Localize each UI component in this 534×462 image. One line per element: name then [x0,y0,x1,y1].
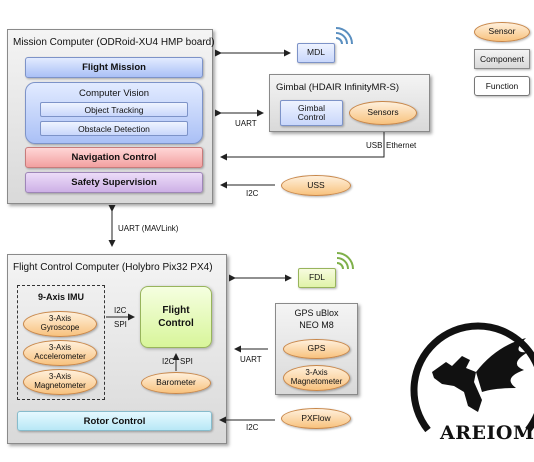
mission-computer-title: Mission Computer (ODRoid-XU4 HMP board) [13,37,215,48]
mdl-component: MDL [297,43,335,63]
imu-title: 9-Axis IMU [37,292,84,302]
safety-supervision-label: Safety Supervision [71,177,157,188]
gimbal-control-label: Gimbal Control [297,102,326,122]
legend-sensor-label: Sensor [488,26,516,37]
i2c-baro-label: I2C [162,357,175,366]
gimbal-control-function: Gimbal Control [280,100,343,126]
fdl-label: FDL [308,272,326,283]
spi-baro-label: SPI [180,357,193,366]
legend-function-label: Function [485,81,519,91]
imu-magnetometer-label: 3-Axis Magnetometer [34,372,86,390]
accelerometer-label: 3-Axis Accelerometer [34,343,86,361]
navigation-control-function: Navigation Control [25,147,203,168]
fdl-component: FDL [298,268,336,288]
legend-function: Function [474,76,530,96]
imu-magnetometer-sensor: 3-Axis Magnetometer [23,369,97,395]
flight-control-computer-title: Flight Control Computer (Holybro Pix32 P… [13,262,213,273]
usb-ethernet-link [220,132,385,161]
barometer-sensor: Barometer [141,372,211,394]
uss-label: USS [307,179,325,190]
object-tracking-label: Object Tracking [84,104,144,115]
gps-magnetometer-sensor: 3-Axis Magnetometer [283,365,350,391]
obstacle-detection-function: Obstacle Detection [40,121,188,136]
barometer-label: Barometer [156,377,196,388]
flight-control-function: Flight Control [140,286,212,348]
spi-imu-label: SPI [114,320,127,329]
uart-gimbal-label: UART [235,119,257,128]
fdl-wireless-icon [336,252,354,270]
gyroscope-label: 3-Axis Gyroscope [40,314,80,332]
flight-mission-label: Flight Mission [82,62,146,73]
gimbal-sensors: Sensors [349,101,417,125]
mdl-label: MDL [307,47,325,58]
gps-label: GPS [307,343,326,354]
ethernet-label: Ethernet [386,141,417,150]
gimbal-sensors-label: Sensors [367,107,399,118]
gyroscope-sensor: 3-Axis Gyroscope [23,311,97,337]
gps-sensor: GPS [283,339,350,359]
legend-component: Component [474,49,530,69]
pxflow-label: PXFlow [301,412,331,423]
gps-title: GPS uBlox NEO M8 [294,308,339,330]
object-tracking-function: Object Tracking [40,102,188,117]
i2c-imu-label: I2C [114,306,127,315]
uart-mavlink-label: UART (MAVLink) [118,224,179,233]
navigation-control-label: Navigation Control [71,152,157,163]
i2c-pxflow-label: I2C [246,423,259,432]
imu-group [17,285,105,400]
gps-magnetometer-label: 3-Axis Magnetometer [290,368,343,386]
legend-sensor: Sensor [474,22,530,42]
uss-sensor: USS [281,175,351,196]
usb-label: USB [366,141,383,150]
legend-component-label: Component [480,54,524,64]
obstacle-detection-label: Obstacle Detection [78,123,150,134]
pxflow-sensor: PXFlow [281,408,351,429]
accelerometer-sensor: 3-Axis Accelerometer [23,340,97,366]
rotor-control-function: Rotor Control [17,411,212,431]
gimbal-title: Gimbal (HDAIR InfinityMR-S) [276,82,399,93]
i2c-uss-label: I2C [246,189,259,198]
flight-mission-function: Flight Mission [25,57,203,78]
safety-supervision-function: Safety Supervision [25,172,203,193]
flight-control-label: Flight Control [158,305,194,329]
logo-text: AREIOM [440,422,534,444]
uart-gps-label: UART [240,355,262,364]
mdl-wireless-icon [335,27,353,45]
computer-vision-title: Computer Vision [78,88,150,99]
rotor-control-label: Rotor Control [83,415,146,427]
